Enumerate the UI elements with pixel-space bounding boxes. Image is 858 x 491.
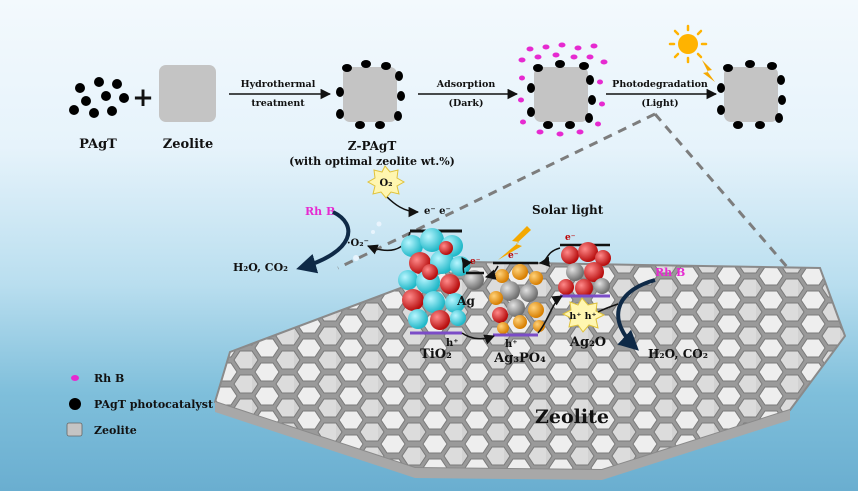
rhb-left-label: Rh B [305, 205, 335, 218]
lightning-icon [702, 60, 715, 82]
electron-ag2o: e⁻ [565, 233, 576, 243]
zoom-line-left [337, 112, 656, 270]
flow-pagt-particles [69, 77, 129, 118]
o2-burst [366, 165, 406, 199]
tio2-label: TiO₂ [420, 347, 452, 362]
adsorbed-block [518, 42, 608, 137]
zeolite-block [159, 65, 216, 122]
hole-ag3po4: h⁺ [505, 339, 518, 350]
electron-transfer-ag3po4-ag [484, 265, 499, 280]
legend-rhb-label: Rh B [94, 372, 124, 385]
dark-label: (Dark) [449, 98, 484, 109]
legend-rhb-swatch [71, 375, 79, 381]
o2-label: O₂ [379, 178, 392, 189]
products-right-label: H₂O, CO₂ [648, 347, 708, 361]
electron-pair-tio2: e⁻ e⁻ [424, 206, 451, 217]
light-label: (Light) [641, 98, 678, 109]
rhb-degradation-arrow-right [616, 278, 656, 351]
tio2-cluster [398, 228, 470, 335]
rhb-right-label: Rh B [655, 266, 685, 279]
hole-transfer-tio2-ag3po4 [461, 332, 495, 345]
legend: Rh B PAgT photocatalyst Zeolite [66, 372, 214, 437]
flow-pagt-label: PAgT [79, 137, 117, 152]
electron-transfer-ag-tio2 [461, 257, 472, 274]
ag2o-label: Ag₂O [569, 335, 606, 350]
hole-pair-burst [561, 297, 606, 333]
hole-transfer-ag3po4-ag2o [537, 295, 563, 334]
zoom-line-right [653, 113, 802, 283]
hydrothermal-label: Hydrothermal [241, 79, 316, 90]
ag2o-cluster [558, 242, 611, 298]
electron-transfer-ag2o-ag3po4 [538, 247, 561, 268]
ag-particle [464, 270, 484, 290]
final-block [717, 60, 786, 129]
superoxide-label: ·O₂⁻ [347, 238, 369, 249]
flow-zeolite-label: Zeolite [163, 137, 214, 152]
zpagt-label: Z-PAgT [348, 139, 397, 153]
rhb-degradation-arrow-left [296, 210, 351, 274]
legend-zeolite-label: Zeolite [94, 424, 137, 437]
plus-sign: + [132, 83, 154, 113]
hole-tio2: h⁺ [446, 338, 459, 349]
ag3po4-label: Ag₃PO₄ [493, 351, 546, 366]
legend-zeolite-swatch [66, 422, 83, 437]
o2-arrow [385, 195, 420, 218]
sun-icon [668, 24, 708, 64]
zpagt-note: (with optimal zeolite wt.%) [289, 155, 455, 168]
zpagt-block [336, 60, 405, 129]
ag-label: Ag [456, 294, 475, 308]
treatment-label: treatment [251, 98, 305, 109]
photodegradation-label: Photodegradation [612, 79, 708, 90]
products-left-label: H₂O, CO₂ [233, 261, 288, 274]
legend-catalyst-swatch [69, 398, 81, 410]
adsorption-label: Adsorption [436, 79, 496, 90]
ag3po4-cluster [489, 261, 545, 337]
hole-pair-label: h⁺ h⁺ [569, 311, 596, 322]
zeolite-surface-label: Zeolite [535, 406, 609, 428]
zeolite-framework [213, 260, 847, 480]
bubbles [353, 221, 382, 261]
electron-ag3po4: e⁻ [508, 251, 519, 261]
solar-light-label: Solar light [532, 203, 604, 217]
legend-catalyst-label: PAgT photocatalyst [94, 398, 214, 411]
electron-ag: e⁻ [470, 257, 481, 267]
solar-lightning-icon [498, 226, 531, 260]
hole-to-dye-arrow [597, 303, 619, 313]
